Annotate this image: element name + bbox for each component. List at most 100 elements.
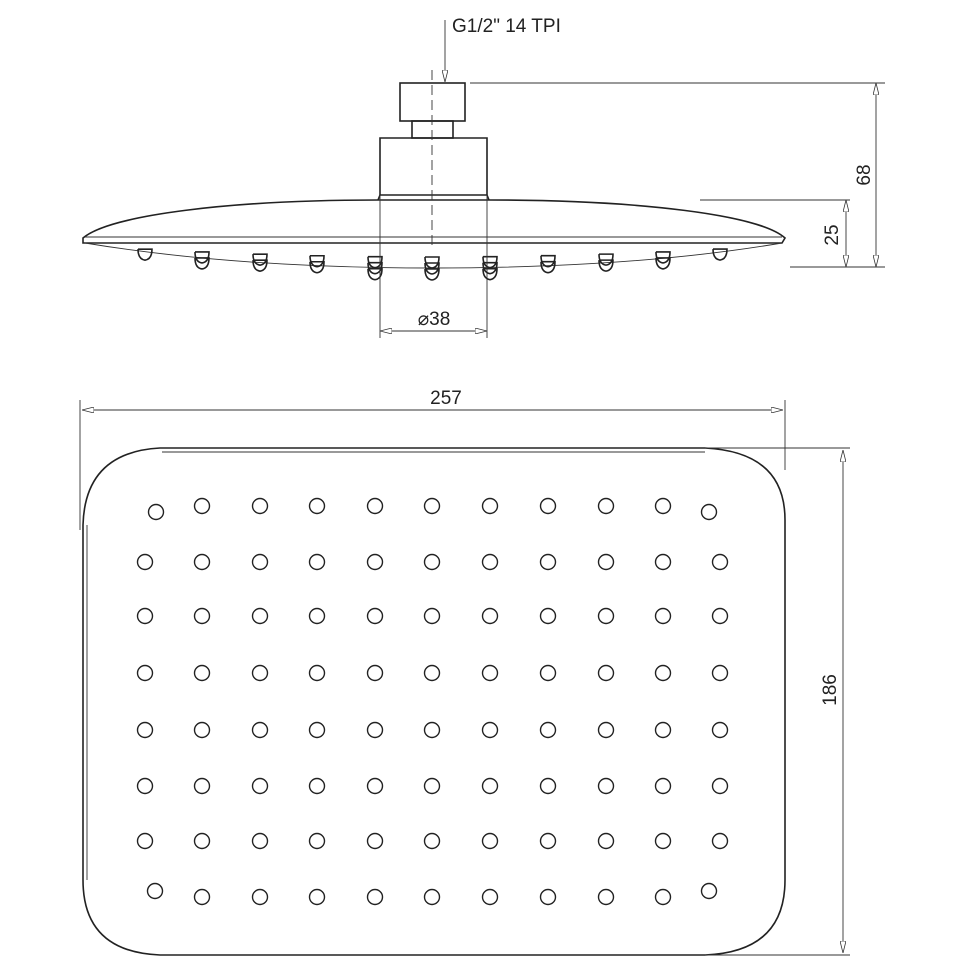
spray-hole — [711, 832, 729, 850]
spray-hole — [539, 777, 557, 795]
spray-hole — [654, 888, 672, 906]
nozzle — [482, 255, 498, 281]
spray-hole — [366, 888, 384, 906]
spray-hole — [539, 832, 557, 850]
spray-hole — [147, 503, 165, 521]
spray-hole — [597, 777, 615, 795]
side-view: G1/2" 14 TPI 68 25 ⌀38 — [82, 16, 885, 338]
spray-hole — [597, 497, 615, 515]
spray-hole — [423, 553, 441, 571]
spray-hole — [308, 888, 326, 906]
spray-hole — [654, 664, 672, 682]
spray-hole — [193, 664, 211, 682]
nozzle — [367, 255, 383, 281]
spray-hole — [539, 721, 557, 739]
spray-hole — [366, 664, 384, 682]
spray-hole — [251, 497, 269, 515]
spray-hole — [597, 553, 615, 571]
spray-hole — [366, 721, 384, 739]
spray-hole — [366, 832, 384, 850]
spray-hole — [481, 664, 499, 682]
spray-hole — [423, 607, 441, 625]
spray-hole — [597, 888, 615, 906]
head-body — [82, 199, 787, 244]
spray-hole — [366, 497, 384, 515]
spray-hole — [193, 777, 211, 795]
spray-hole — [146, 882, 164, 900]
nozzle — [655, 251, 671, 270]
spray-hole — [711, 553, 729, 571]
thread-connector — [399, 82, 466, 122]
height-label: 68 — [854, 164, 875, 185]
nozzle — [309, 254, 325, 274]
spray-hole — [654, 721, 672, 739]
spray-hole — [423, 777, 441, 795]
spray-hole — [136, 664, 154, 682]
spray-hole — [711, 664, 729, 682]
spray-hole — [366, 777, 384, 795]
spray-hole — [423, 664, 441, 682]
spray-hole — [539, 607, 557, 625]
spray-hole — [539, 497, 557, 515]
spray-hole — [136, 721, 154, 739]
spray-hole — [597, 721, 615, 739]
spray-hole — [308, 721, 326, 739]
spray-hole — [308, 607, 326, 625]
spray-hole — [193, 553, 211, 571]
spray-hole — [481, 553, 499, 571]
spray-hole — [308, 777, 326, 795]
spray-hole — [136, 607, 154, 625]
depth-label: 186 — [820, 674, 841, 706]
spray-hole — [136, 777, 154, 795]
thread-label: G1/2" 14 TPI — [452, 16, 561, 37]
diameter-label: ⌀38 — [418, 309, 451, 330]
spray-hole — [700, 882, 718, 900]
spray-hole — [308, 832, 326, 850]
spray-hole — [308, 497, 326, 515]
spray-hole — [423, 832, 441, 850]
spray-hole — [654, 832, 672, 850]
nozzle — [252, 253, 268, 272]
spray-hole — [308, 553, 326, 571]
arm-collar — [379, 137, 488, 196]
bottom-view: 257 186 — [79, 388, 850, 956]
nozzle — [540, 254, 556, 274]
spray-hole — [136, 553, 154, 571]
spray-hole — [481, 607, 499, 625]
spray-hole — [597, 832, 615, 850]
spray-hole — [481, 888, 499, 906]
spray-hole — [700, 503, 718, 521]
spray-hole — [654, 553, 672, 571]
spray-hole — [597, 607, 615, 625]
head-height-label: 25 — [822, 224, 843, 245]
nozzle — [424, 256, 440, 281]
nozzles — [137, 248, 728, 281]
spray-hole — [251, 777, 269, 795]
spray-hole — [251, 607, 269, 625]
spray-hole — [251, 721, 269, 739]
spray-hole — [251, 664, 269, 682]
connector-neck — [411, 120, 454, 139]
spray-hole — [654, 607, 672, 625]
spray-hole — [423, 721, 441, 739]
spray-hole — [711, 607, 729, 625]
spray-hole — [481, 777, 499, 795]
spray-hole — [711, 777, 729, 795]
spray-hole — [539, 888, 557, 906]
spray-hole — [654, 497, 672, 515]
spray-hole — [654, 777, 672, 795]
spray-hole — [481, 721, 499, 739]
spray-hole — [251, 888, 269, 906]
spray-hole — [539, 553, 557, 571]
spray-hole — [711, 721, 729, 739]
spray-hole — [193, 497, 211, 515]
width-label: 257 — [430, 388, 462, 409]
nozzle — [194, 251, 210, 270]
spray-hole — [193, 607, 211, 625]
spray-hole — [251, 553, 269, 571]
spray-hole — [366, 553, 384, 571]
plate-outline — [82, 447, 786, 956]
nozzle — [712, 248, 728, 261]
